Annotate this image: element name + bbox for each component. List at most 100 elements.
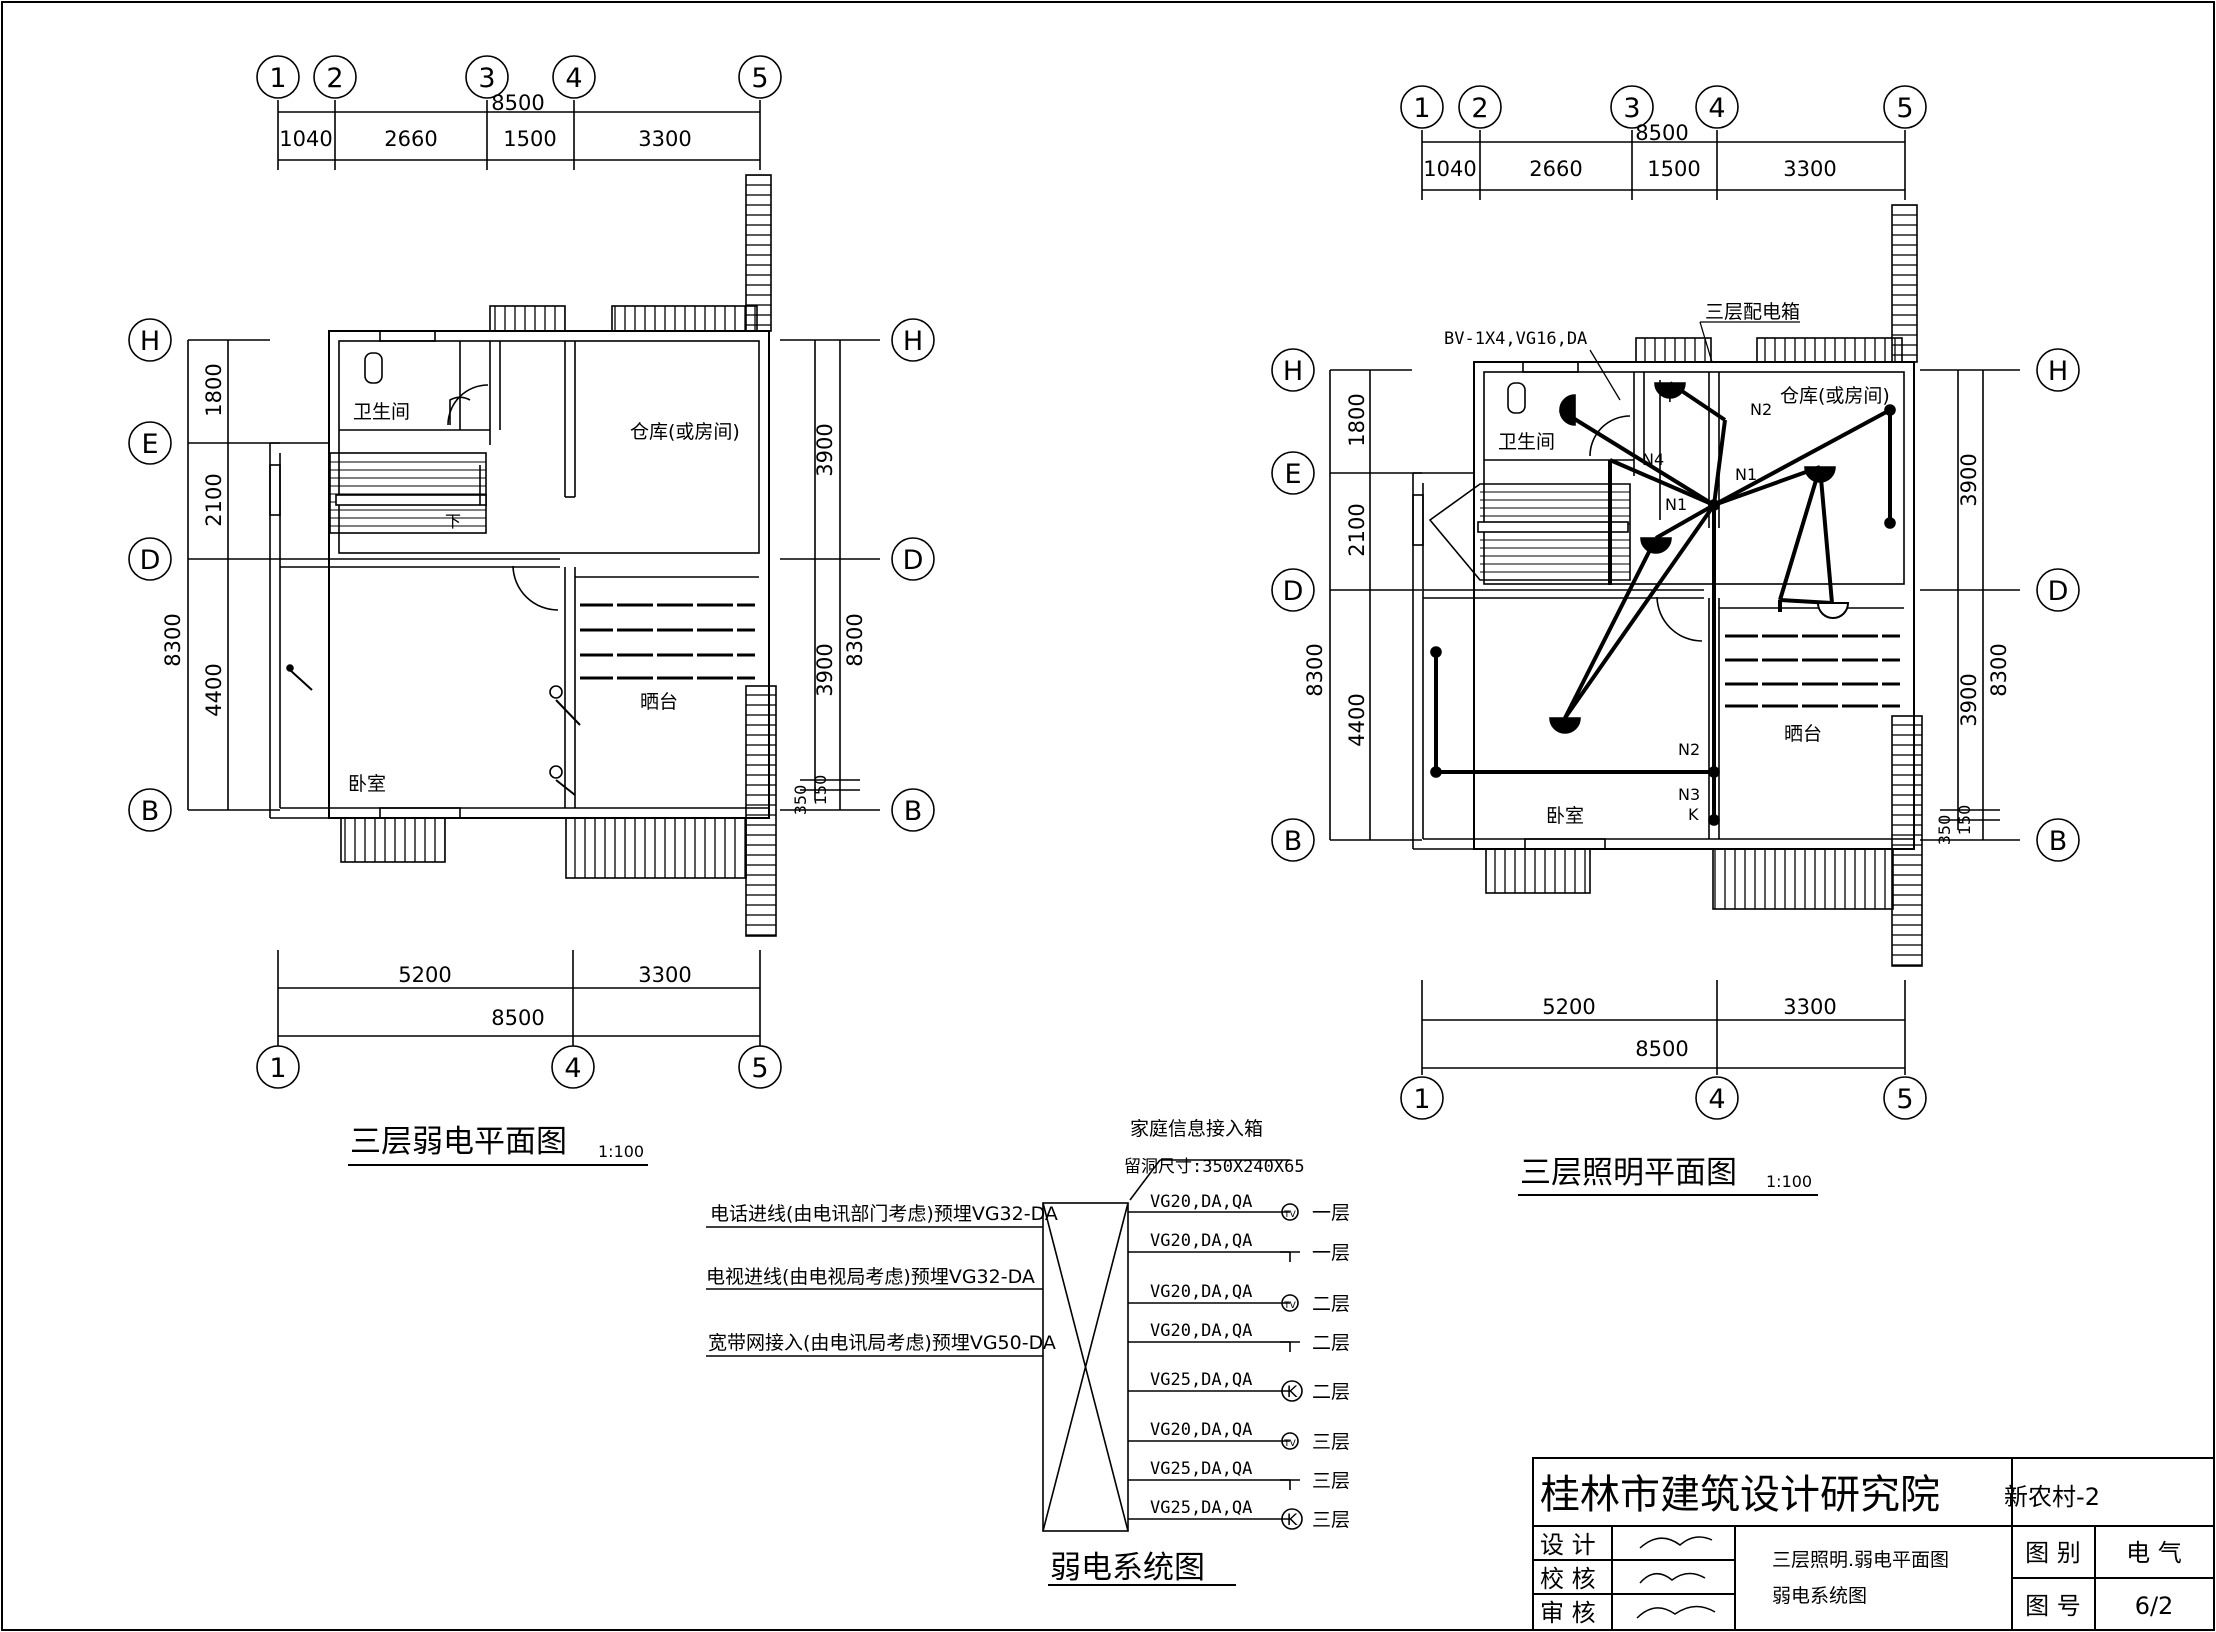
axis-label: H <box>140 326 160 357</box>
axis-label: B <box>2049 826 2068 857</box>
dim-small: 350 <box>791 785 810 816</box>
dim-total: 8300 <box>161 613 185 666</box>
title-block-texts: 桂林市建筑设计研究院 新农村-2 设 计 校 核 审 核 三层照明.弱电平面图 … <box>1540 1472 2182 1627</box>
output-floor: 三层 <box>1312 1470 1350 1492</box>
dim-seg: 1040 <box>279 127 332 151</box>
output-floor: 三层 <box>1312 1431 1350 1453</box>
number-label: 图 号 <box>2025 1592 2081 1620</box>
box-size: 留洞尺寸:350X240X65 <box>1124 1157 1305 1177</box>
axis-label: D <box>140 545 161 576</box>
dim-row: 3900 <box>813 423 837 476</box>
axis-label: 1 <box>269 63 286 94</box>
tv-socket-icon: TV <box>1283 1210 1296 1220</box>
axis-label: 4 <box>1708 93 1725 124</box>
output-floor: 二层 <box>1312 1332 1350 1354</box>
output-cable: VG20,DA,QA <box>1150 1321 1252 1341</box>
output-cable: VG25,DA,QA <box>1150 1459 1252 1479</box>
output-cable: VG20,DA,QA <box>1150 1192 1252 1212</box>
output-floor: 三层 <box>1312 1509 1350 1531</box>
room-bedroom: 卧室 <box>1546 805 1584 827</box>
dim-seg: 1040 <box>1423 157 1476 181</box>
dim-row: 1800 <box>202 363 226 416</box>
tv-socket-icon: TV <box>1283 1301 1296 1311</box>
output-floor: 二层 <box>1312 1293 1350 1315</box>
right-plan-texts: 1 2 3 4 5 8500 1040 2660 1500 3300 5200 … <box>1283 93 2069 1196</box>
plan-title: 三层照明平面图 <box>1520 1155 1737 1191</box>
axis-label: D <box>2048 576 2069 607</box>
input-line: 电话进线(由电讯部门考虑)预埋VG32-DA <box>710 1203 1058 1225</box>
axis-label: 2 <box>1471 93 1488 124</box>
system-diagram <box>706 1159 1303 1532</box>
system-title: 弱电系统图 <box>1050 1550 1205 1586</box>
dim-total: 8500 <box>1635 1037 1688 1061</box>
axis-label: 4 <box>565 63 582 94</box>
network-socket-icon: K <box>1287 1382 1298 1401</box>
dim-total: 8300 <box>843 613 867 666</box>
axis-label: 3 <box>1623 93 1640 124</box>
design-label: 设 计 <box>1540 1531 1596 1559</box>
dim-seg: 2660 <box>384 127 437 151</box>
output-cable: VG20,DA,QA <box>1150 1282 1252 1302</box>
dim-seg: 5200 <box>1542 995 1595 1019</box>
output-cable: VG25,DA,QA <box>1150 1498 1252 1518</box>
dim-row: 1800 <box>1345 393 1369 446</box>
dim-small: 150 <box>1955 805 1974 836</box>
room-terrace: 晒台 <box>1784 723 1822 745</box>
category-label: 图 别 <box>2025 1539 2081 1567</box>
signature-review <box>1636 1605 1716 1619</box>
axis-label: H <box>903 326 923 357</box>
axis-label: 5 <box>751 1053 768 1084</box>
axis-label: B <box>141 796 160 827</box>
dim-seg: 2660 <box>1529 157 1582 181</box>
system-diagram-texts: 家庭信息接入箱 留洞尺寸:350X240X65 电话进线(由电讯部门考虑)预埋V… <box>706 1118 1350 1586</box>
project-name: 新农村-2 <box>2004 1483 2100 1511</box>
panel-label: 三层配电箱 <box>1705 301 1800 323</box>
axis-label: 5 <box>1896 1084 1913 1115</box>
dim-seg: 3300 <box>638 963 691 987</box>
dim-small: 350 <box>1935 815 1954 846</box>
circuit-label: N1 <box>1735 465 1757 484</box>
axis-label: 5 <box>751 63 768 94</box>
axis-label: 1 <box>1413 93 1430 124</box>
output-cable: VG20,DA,QA <box>1150 1420 1252 1440</box>
institute-name: 桂林市建筑设计研究院 <box>1540 1472 1940 1518</box>
number-value: 6/2 <box>2135 1592 2174 1620</box>
axis-label: B <box>904 796 923 827</box>
signature-design <box>1639 1536 1713 1549</box>
stair-mark: 下 <box>445 512 461 531</box>
dim-row: 3900 <box>1957 453 1981 506</box>
axis-label: 4 <box>564 1053 581 1084</box>
dim-seg: 5200 <box>398 963 451 987</box>
axis-label: E <box>1284 459 1301 490</box>
dim-seg: 3300 <box>1783 995 1836 1019</box>
axis-label: 3 <box>478 63 495 94</box>
plan-scale: 1:100 <box>598 1142 644 1161</box>
dim-total: 8500 <box>491 1006 544 1030</box>
drawing-name: 弱电系统图 <box>1772 1585 1867 1607</box>
dim-row: 3900 <box>1957 673 1981 726</box>
tv-socket-icon: TV <box>1283 1439 1296 1449</box>
dim-total: 8500 <box>491 91 544 115</box>
output-floor: 二层 <box>1312 1381 1350 1403</box>
dim-seg: 1500 <box>503 127 556 151</box>
dim-small: 150 <box>811 775 830 806</box>
output-cable: VG20,DA,QA <box>1150 1231 1252 1251</box>
output-cable: VG25,DA,QA <box>1150 1370 1252 1390</box>
room-terrace: 晒台 <box>640 691 678 713</box>
cable-label: BV-1X4,VG16,DA <box>1444 329 1587 349</box>
axis-label: 4 <box>1708 1084 1725 1115</box>
review-label: 审 核 <box>1540 1599 1596 1627</box>
circuit-label: N1 <box>1665 495 1687 514</box>
dim-row: 4400 <box>1345 693 1369 746</box>
axis-label: D <box>1283 576 1304 607</box>
circuit-label: N2 <box>1750 400 1772 419</box>
room-bedroom: 卧室 <box>348 773 386 795</box>
axis-label: B <box>1284 826 1303 857</box>
circuit-label: N3 <box>1678 785 1700 804</box>
circuit-label: N2 <box>1678 740 1700 759</box>
check-label: 校 核 <box>1540 1565 1596 1593</box>
dim-seg: 3300 <box>1783 157 1836 181</box>
axis-label: D <box>903 545 924 576</box>
